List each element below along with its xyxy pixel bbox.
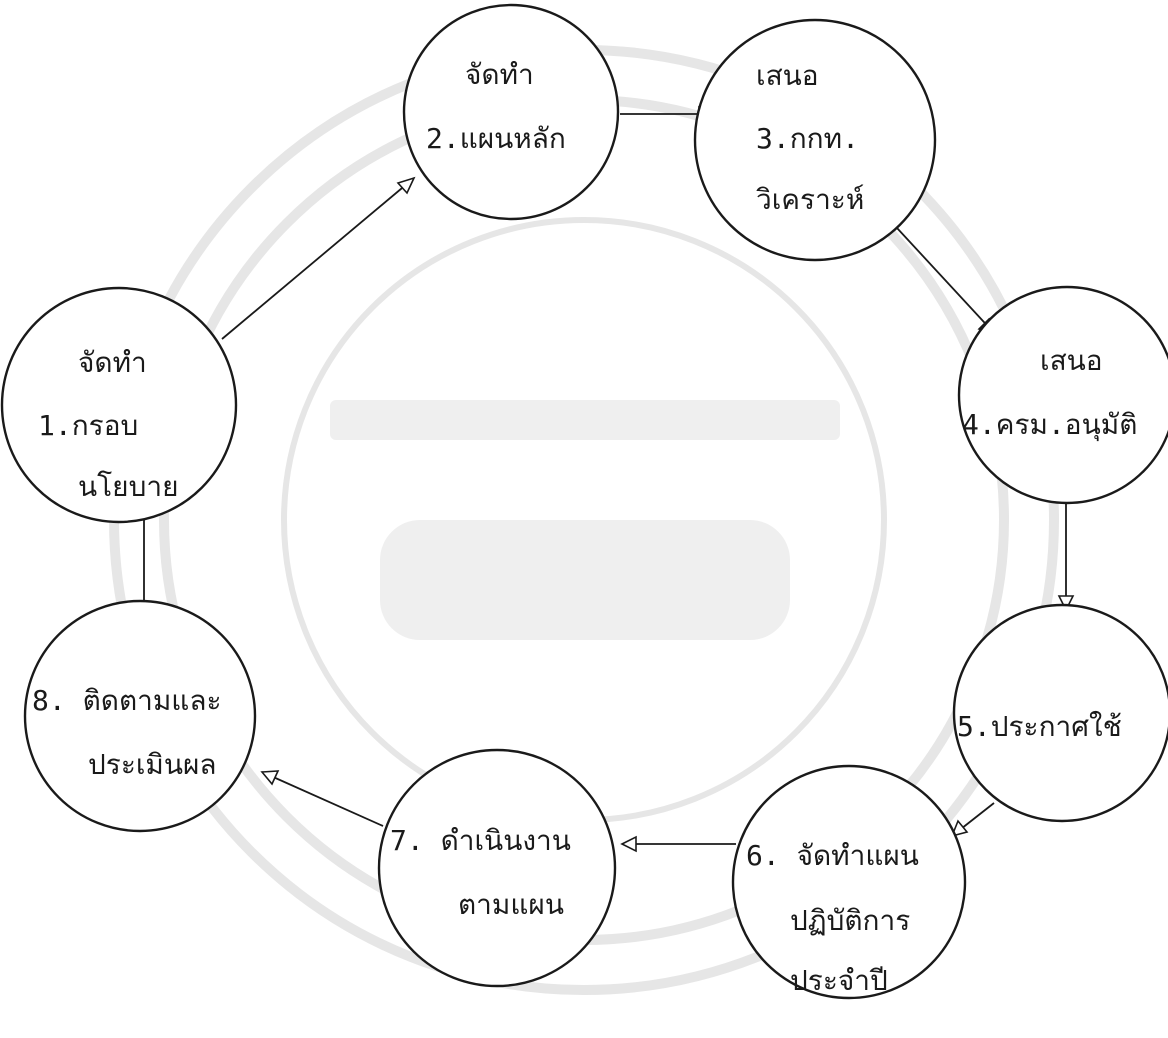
edge-n3-n4 <box>896 227 997 336</box>
node-4-line-1: เสนอ <box>1040 344 1103 377</box>
node-8-line-2: ประเมินผล <box>88 748 217 781</box>
node-2-line-1: จัดทำ <box>465 58 534 91</box>
node-1-line-1: จัดทำ <box>78 346 147 379</box>
edge-n5-n6 <box>950 802 995 838</box>
node-4-line-2: 4.ครม.อนุมัติ <box>962 408 1137 442</box>
node-5-line-1: 5.ประกาศใช้ <box>957 710 1122 743</box>
node-6-line-3: ประจำปี <box>790 964 888 997</box>
node-3: เสนอ 3.กกท. วิเคราะห์ <box>693 18 937 262</box>
node-2: จัดทำ 2.แผนหลัก <box>402 3 620 221</box>
edge-n7-n8 <box>260 770 384 827</box>
node-1-line-2: 1.กรอบ <box>38 409 138 442</box>
node-3-line-2: 3.กกท. <box>756 122 859 155</box>
node-3-line-3: วิเคราะห์ <box>756 183 865 216</box>
node-7-line-1: 7. ดำเนินงาน <box>390 824 571 857</box>
edge-n1-n2 <box>221 176 416 340</box>
node-7: 7. ดำเนินงาน ตามแผน <box>377 748 617 988</box>
node-6: 6. จัดทำแผน ปฏิบัติการ ประจำปี <box>731 764 967 1000</box>
node-2-line-2: 2.แผนหลัก <box>426 122 566 155</box>
node-3-line-1: เสนอ <box>756 59 819 92</box>
node-8: 8. ติดตามและ ประเมินผล <box>23 599 257 833</box>
node-5: 5.ประกาศใช้ <box>952 603 1168 823</box>
node-6-line-1: 6. จัดทำแผน <box>746 839 919 872</box>
node-6-line-2: ปฏิบัติการ <box>790 904 910 937</box>
node-4: เสนอ 4.ครม.อนุมัติ <box>957 285 1168 505</box>
node-1: จัดทำ 1.กรอบ นโยบาย <box>0 286 238 524</box>
node-7-line-2: ตามแผน <box>458 888 564 921</box>
node-1-line-3: นโยบาย <box>78 470 179 503</box>
edge-n6-n7 <box>620 835 736 853</box>
node-8-line-1: 8. ติดตามและ <box>32 684 222 717</box>
